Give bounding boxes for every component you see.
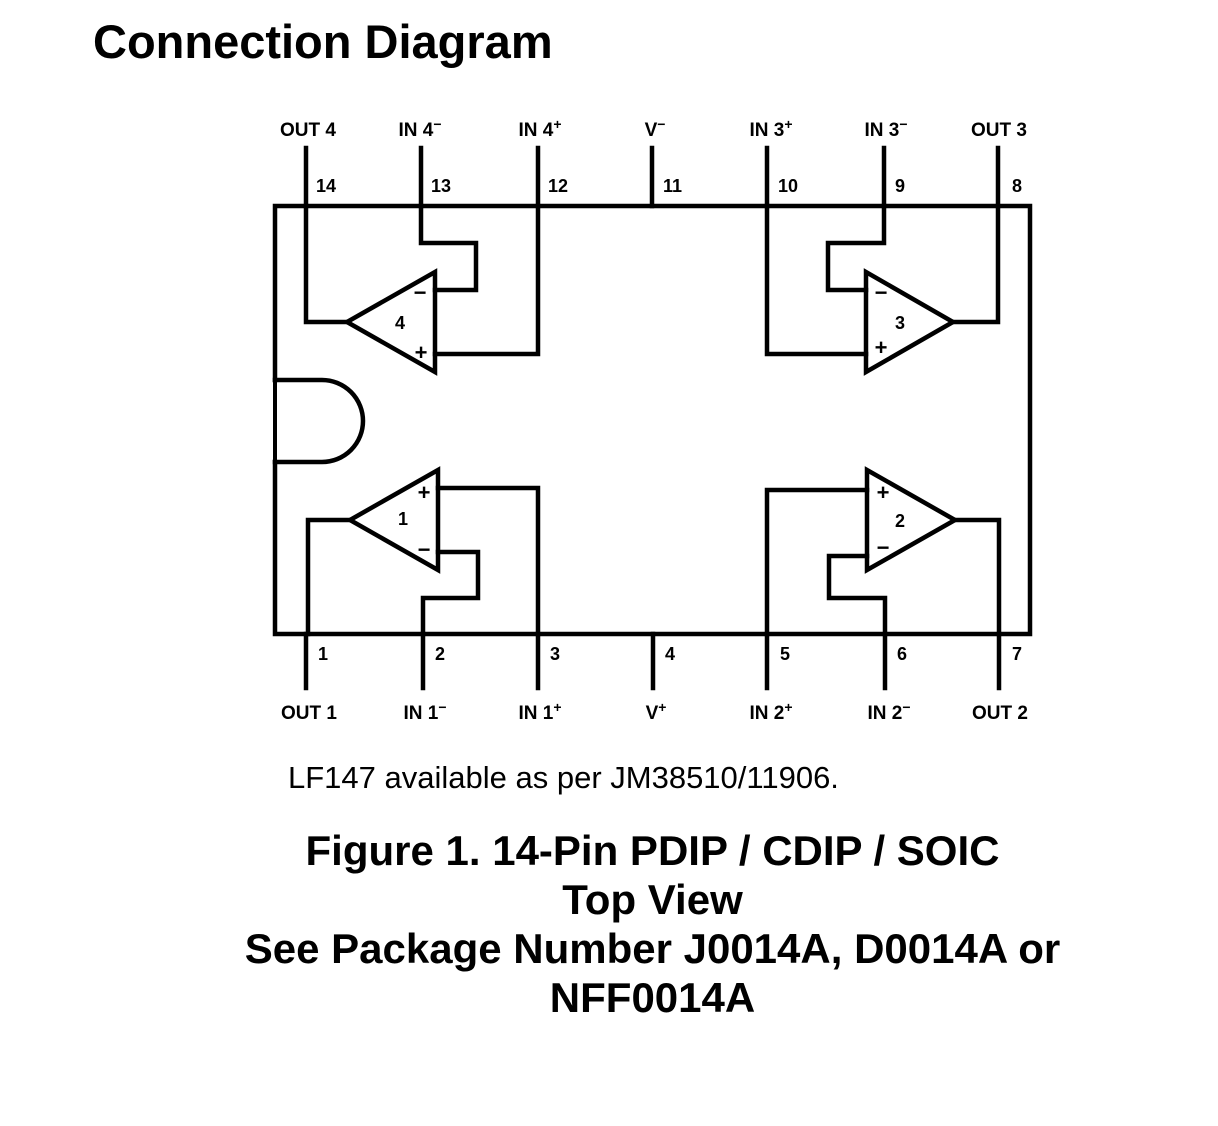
- pin-7-label: OUT 2: [972, 703, 1028, 724]
- pin-12-label: IN 4+: [518, 116, 561, 141]
- caption-line-2: Top View: [562, 876, 743, 923]
- amp-3-noninverting-wire: [764, 203, 869, 357]
- amp-4-inverting-wire: [418, 203, 479, 293]
- op-amp-4: [342, 268, 438, 376]
- amp-1-output-wire: [305, 517, 353, 637]
- caption-line-1: Figure 1. 14-Pin PDIP / CDIP / SOIC: [305, 827, 1000, 874]
- section-heading: Connection Diagram: [93, 15, 553, 68]
- op-amp-4-label: 4: [395, 313, 405, 333]
- pin-6-label: IN 2−: [867, 699, 910, 724]
- pin-4-label: V+: [646, 699, 667, 724]
- amp-3-output-wire: [950, 203, 1001, 325]
- amp-3-inverting-wire: [825, 203, 887, 293]
- op-amp-1-minus-sign: −: [418, 537, 431, 562]
- pin-14-label: OUT 4: [280, 120, 336, 141]
- package-notch: [272, 377, 366, 465]
- amp-2-output-wire: [952, 517, 1002, 637]
- op-amp-2-label: 2: [895, 511, 905, 531]
- pin-3-number: 3: [550, 644, 560, 664]
- pin-11-number: 11: [663, 176, 682, 196]
- op-amp-3-minus-sign: −: [875, 280, 888, 305]
- pin-5-number: 5: [780, 644, 790, 664]
- pin-7-number: 7: [1012, 644, 1022, 664]
- op-amp-1-label: 1: [398, 509, 408, 529]
- pin-11-label: V−: [645, 116, 666, 141]
- op-amp-3-plus-sign: +: [875, 335, 888, 360]
- pin-13-number: 13: [431, 176, 451, 196]
- op-amp-2: [864, 466, 960, 574]
- amp-1-inverting-wire: [420, 549, 481, 637]
- op-amp-4-plus-sign: +: [415, 340, 428, 365]
- amp-4-output-wire: [303, 203, 350, 325]
- pin-9-number: 9: [895, 176, 905, 196]
- op-amp-2-minus-sign: −: [877, 535, 890, 560]
- op-amp-2-plus-sign: +: [877, 480, 890, 505]
- pin-10-number: 10: [778, 176, 798, 196]
- caption-line-3: See Package Number J0014A, D0014A or: [244, 925, 1061, 972]
- op-amp-3: [863, 268, 958, 376]
- pin-12-number: 12: [548, 176, 568, 196]
- pin-1-number: 1: [318, 644, 328, 664]
- amp-4-noninverting-wire: [432, 203, 541, 357]
- pin-8-label: OUT 3: [971, 120, 1027, 141]
- pin-8-number: 8: [1012, 176, 1022, 196]
- caption-line-4: NFF0014A: [549, 974, 756, 1021]
- op-amp-4-minus-sign: −: [414, 280, 427, 305]
- pin-14-number: 14: [316, 176, 336, 196]
- pin-1-label: OUT 1: [281, 703, 337, 724]
- pin-5-label: IN 2+: [749, 699, 792, 724]
- amp-2-inverting-wire: [826, 553, 888, 637]
- op-amp-3-label: 3: [895, 313, 905, 333]
- pin-4-number: 4: [665, 644, 675, 664]
- pin-6-number: 6: [897, 644, 907, 664]
- pin-3-label: IN 1+: [518, 699, 561, 724]
- pin-2-label: IN 1−: [403, 699, 446, 724]
- availability-note: LF147 available as per JM38510/11906.: [288, 760, 839, 795]
- figure-caption: Figure 1. 14-Pin PDIP / CDIP / SOIC Top …: [130, 826, 1175, 1022]
- pin-13-label: IN 4−: [398, 116, 441, 141]
- op-amp-1-plus-sign: +: [418, 480, 431, 505]
- amp-2-noninverting-wire: [764, 487, 870, 637]
- amp-1-noninverting-wire: [435, 485, 541, 637]
- pin-2-number: 2: [435, 644, 445, 664]
- op-amp-1: [345, 466, 441, 574]
- package-outline: [272, 203, 1033, 637]
- pin-10-label: IN 3+: [749, 116, 792, 141]
- pin-9-label: IN 3−: [864, 116, 907, 141]
